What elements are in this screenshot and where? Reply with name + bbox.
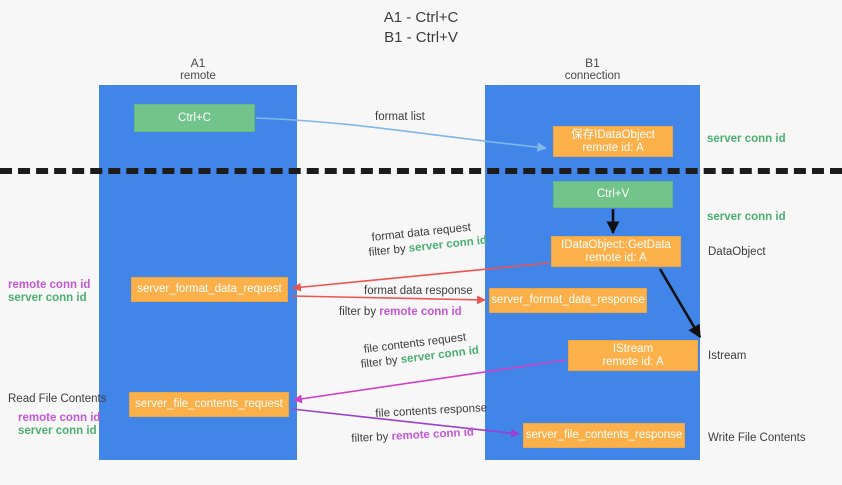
box-server-file-contents-request[interactable]: server_file_contents_request	[129, 392, 289, 417]
annotation-left-remote-conn-id-1: remote conn id	[8, 279, 91, 291]
label-format-data-response-filter: filter by remote conn id	[339, 305, 462, 319]
box-server-file-contents-request-label: server_file_contents_request	[135, 398, 283, 410]
annotation-read-file-contents: Read File Contents	[8, 393, 107, 405]
box-server-format-data-request[interactable]: server_format_data_request	[131, 277, 288, 302]
annotation-write-file-contents: Write File Contents	[708, 432, 806, 444]
annotation-left-server-conn-id-1: server conn id	[8, 292, 87, 304]
label-format-list: format list	[375, 111, 425, 123]
filter-by-text: filter by	[339, 306, 377, 318]
box-ctrl-v-label: Ctrl+V	[596, 188, 630, 200]
box-getdata-line1: IDataObject::GetData	[561, 238, 671, 251]
box-server-file-contents-response-label: server_file_contents_response	[525, 429, 683, 441]
column-header-b1: B1 connection	[485, 57, 700, 83]
box-idataobject-getdata[interactable]: IDataObject::GetData remote id: A	[551, 236, 681, 267]
filter-by-text: filter by	[368, 243, 407, 259]
box-ctrl-c[interactable]: Ctrl+C	[134, 104, 255, 132]
box-save-idataobject-line1: 保存IDataObject	[571, 128, 655, 141]
box-istream-line1: IStream	[612, 342, 654, 355]
box-server-file-contents-response[interactable]: server_file_contents_response	[523, 423, 685, 448]
box-istream[interactable]: IStream remote id: A	[568, 340, 698, 371]
box-getdata-line2: remote id: A	[585, 251, 647, 264]
column-a1-name: A1	[190, 56, 206, 70]
clipboard-boundary-divider	[0, 168, 842, 174]
column-b1-name: B1	[585, 56, 600, 70]
box-save-idataobject-line2: remote id: A	[582, 141, 644, 154]
annotation-left-remote-conn-id-2: remote conn id	[18, 412, 101, 424]
filter-by-text: filter by	[351, 431, 389, 445]
annotation-dataobject: DataObject	[708, 246, 766, 258]
label-file-contents-response: file contents response	[375, 402, 488, 420]
box-server-format-data-response[interactable]: server_format_data_response	[489, 288, 647, 313]
label-file-contents-response-filter: filter by remote conn id	[351, 426, 474, 446]
column-header-a1: A1 remote	[99, 57, 297, 83]
box-ctrl-c-label: Ctrl+C	[178, 111, 211, 124]
box-server-format-data-request-label: server_format_data_request	[137, 283, 282, 295]
box-ctrl-v[interactable]: Ctrl+V	[553, 181, 673, 208]
column-a1-role: remote	[180, 70, 216, 82]
annotation-server-conn-id-mid: server conn id	[707, 211, 786, 223]
filter-by-text: filter by	[360, 354, 399, 371]
annotation-istream: Istream	[708, 350, 747, 362]
label-format-data-response: format data response	[364, 285, 473, 297]
column-b1-role: connection	[564, 70, 621, 82]
box-server-format-data-response-label: server_format_data_response	[491, 294, 645, 306]
box-save-idataobject[interactable]: 保存IDataObject remote id: A	[553, 126, 673, 157]
title-line-1: A1 - Ctrl+C	[383, 9, 459, 26]
diagram-title: A1 - Ctrl+C B1 - Ctrl+V	[0, 8, 842, 48]
annotation-left-server-conn-id-2: server conn id	[18, 425, 97, 437]
annotation-server-conn-id-top: server conn id	[707, 133, 786, 145]
filter-remote-conn-id: remote conn id	[391, 426, 475, 443]
filter-remote-conn-id: remote conn id	[379, 306, 462, 318]
title-line-2: B1 - Ctrl+V	[384, 29, 458, 46]
box-istream-line2: remote id: A	[602, 355, 664, 368]
